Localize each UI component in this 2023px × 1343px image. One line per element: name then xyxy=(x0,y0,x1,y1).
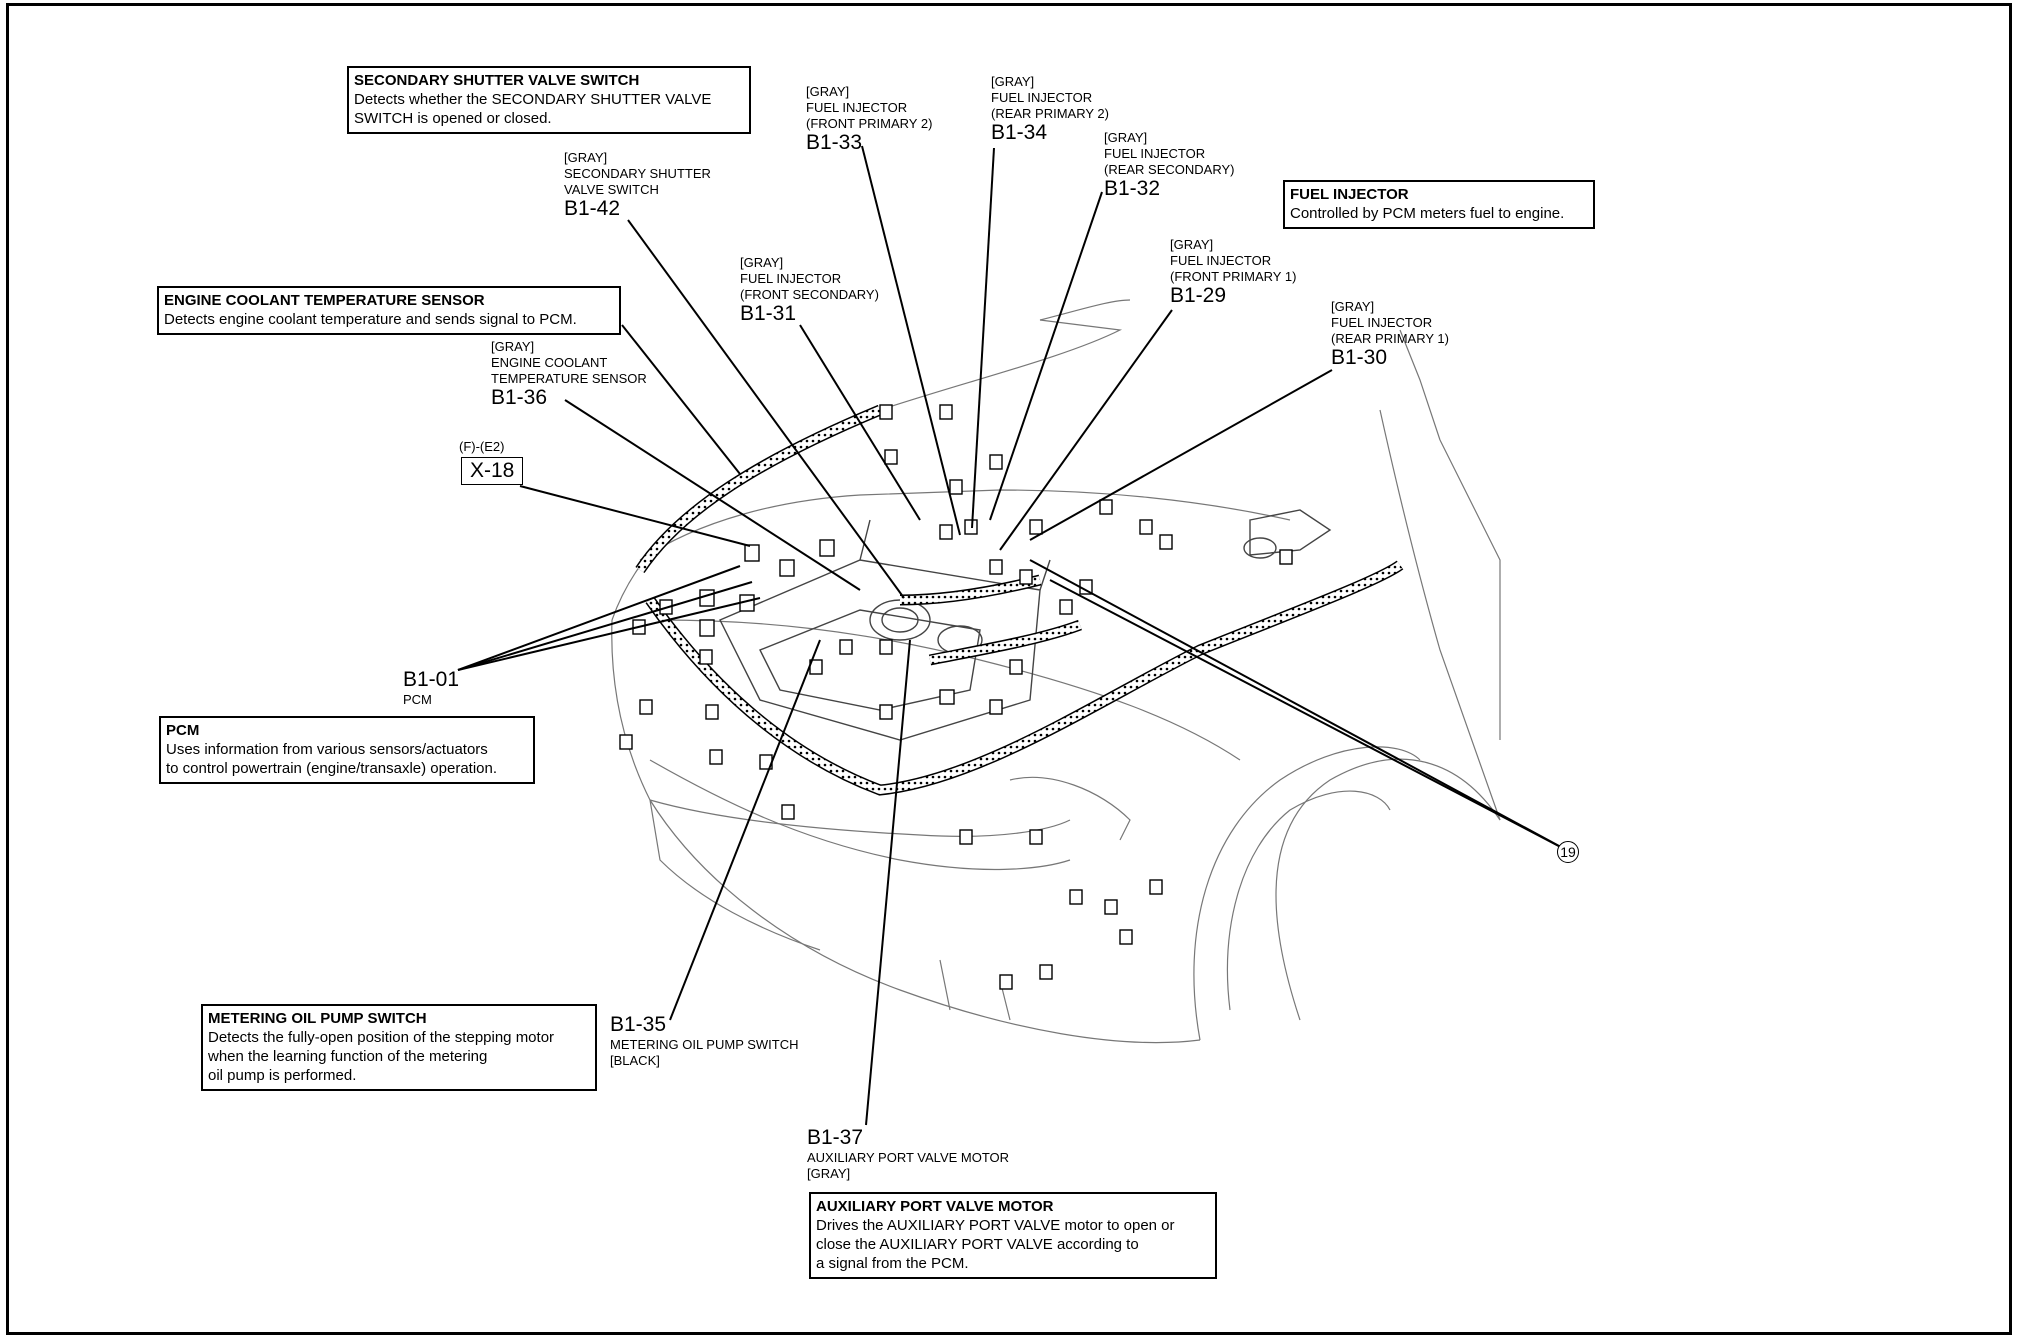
x-18-code: X-18 xyxy=(461,457,524,485)
box-title: AUXILIARY PORT VALVE MOTOR xyxy=(816,1198,1054,1215)
box-description: Controlled by PCM meters fuel to engine. xyxy=(1290,205,1565,222)
b1-32-code: B1-32 xyxy=(1104,177,1161,200)
b1-35-code: B1-35 xyxy=(610,1013,667,1036)
box-title: ENGINE COOLANT TEMPERATURE SENSOR xyxy=(164,292,485,309)
b1-29-label: [GRAY] FUEL INJECTOR (FRONT PRIMARY 1) xyxy=(1170,237,1297,284)
box-description: Detects the fully-open position of the s… xyxy=(208,1029,555,1084)
box-description: Drives the AUXILIARY PORT VALVE motor to… xyxy=(816,1217,1175,1272)
b1-33-label: [GRAY] FUEL INJECTOR (FRONT PRIMARY 2) xyxy=(806,84,933,131)
box-description: Uses information from various sensors/ac… xyxy=(166,741,498,777)
b1-31-label: [GRAY] FUEL INJECTOR (FRONT SECONDARY) xyxy=(740,255,879,302)
b1-35-label: METERING OIL PUMP SWITCH [BLACK] xyxy=(610,1037,799,1068)
diagram-frame xyxy=(6,3,2012,1335)
b1-34-label: [GRAY] FUEL INJECTOR (REAR PRIMARY 2) xyxy=(991,74,1109,121)
box-title: FUEL INJECTOR xyxy=(1290,186,1409,203)
box-description: Detects engine coolant temperature and s… xyxy=(164,311,577,328)
b1-34-code: B1-34 xyxy=(991,121,1048,144)
b1-30-label: [GRAY] FUEL INJECTOR (REAR PRIMARY 1) xyxy=(1331,299,1449,346)
b1-36-label: [GRAY] ENGINE COOLANT TEMPERATURE SENSOR xyxy=(491,339,647,386)
metering-oil-pump-switch-box: METERING OIL PUMP SWITCH Detects the ful… xyxy=(201,1004,597,1091)
secondary-shutter-valve-switch-box: SECONDARY SHUTTER VALVE SWITCH Detects w… xyxy=(347,66,751,134)
wiring-harness xyxy=(635,404,1404,796)
connector-blocks xyxy=(619,404,1293,990)
x-18-ref: (F)-(E2) xyxy=(459,439,505,454)
b1-36-code: B1-36 xyxy=(491,386,548,409)
b1-29-code: B1-29 xyxy=(1170,284,1227,307)
b1-33-code: B1-33 xyxy=(806,131,863,154)
engine-outline xyxy=(719,509,1332,741)
b1-42-code: B1-42 xyxy=(564,197,621,220)
pcm-box: PCM Uses information from various sensor… xyxy=(159,716,535,784)
leader-lines xyxy=(457,145,1573,1126)
box-title: METERING OIL PUMP SWITCH xyxy=(208,1010,427,1027)
engine-coolant-temperature-sensor-box: ENGINE COOLANT TEMPERATURE SENSOR Detect… xyxy=(157,286,621,335)
b1-30-code: B1-30 xyxy=(1331,346,1388,369)
auxiliary-port-valve-motor-box: AUXILIARY PORT VALVE MOTOR Drives the AU… xyxy=(809,1192,1217,1279)
b1-32-label: [GRAY] FUEL INJECTOR (REAR SECONDARY) xyxy=(1104,130,1235,177)
b1-37-label: AUXILIARY PORT VALVE MOTOR [GRAY] xyxy=(807,1150,1010,1181)
fuel-injector-box: FUEL INJECTOR Controlled by PCM meters f… xyxy=(1283,180,1595,229)
b1-31-code: B1-31 xyxy=(740,302,797,325)
b1-01-label: PCM xyxy=(403,692,432,707)
box-title: PCM xyxy=(166,722,200,739)
box-title: SECONDARY SHUTTER VALVE SWITCH xyxy=(354,72,640,89)
b1-01-code: B1-01 xyxy=(403,668,460,691)
b1-42-label: [GRAY] SECONDARY SHUTTER VALVE SWITCH xyxy=(564,150,711,197)
box-description: Detects whether the SECONDARY SHUTTER VA… xyxy=(354,91,712,127)
b1-37-code: B1-37 xyxy=(807,1126,864,1149)
connector-19-marker: 19 xyxy=(1557,841,1579,863)
